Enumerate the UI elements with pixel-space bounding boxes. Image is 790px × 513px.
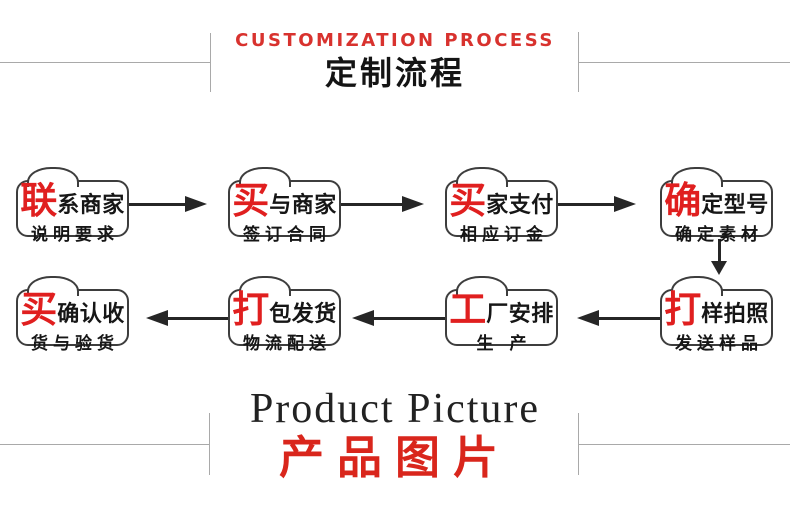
arrow-down-icon <box>711 239 727 275</box>
step-line1-text: 家支付 <box>486 193 554 218</box>
flow-step-sign-contract: 买与商家 签订合同 <box>228 167 341 245</box>
step-lead-char: 联 <box>20 179 58 222</box>
step-lead-char: 打 <box>664 288 702 331</box>
step-line2-text: 签订合同 <box>243 225 331 245</box>
step-lead-char: 确 <box>664 179 702 222</box>
step-lead-char: 工 <box>449 288 487 331</box>
decor-line-top-right <box>578 62 790 63</box>
step-line2-text: 说明要求 <box>31 225 119 245</box>
decor-line-bottom-right <box>578 444 790 445</box>
section-title-en: CUSTOMIZATION PROCESS <box>235 30 555 51</box>
flow-step-pack-ship: 打包发货 物流配送 <box>228 276 341 354</box>
product-picture-title-zh: 产品图片 <box>278 431 511 484</box>
step-line1-text: 定型号 <box>701 193 769 218</box>
flow-step-sample-photo: 打样拍照 发送样品 <box>660 276 773 354</box>
decor-tick-bottom-left <box>209 413 210 475</box>
step-line2-text: 发送样品 <box>675 334 763 354</box>
step-line2-text: 相应订金 <box>460 225 548 245</box>
decor-line-top-left <box>0 62 211 63</box>
step-line1-text: 样拍照 <box>701 302 769 327</box>
decor-line-bottom-left <box>0 444 210 445</box>
flow-step-pay-deposit: 买家支付 相应订金 <box>445 167 558 245</box>
flow-step-factory-production: 工厂安排 生 产 <box>445 276 558 354</box>
step-line2-text: 物流配送 <box>243 334 331 354</box>
step-line1-text: 厂安排 <box>486 302 554 327</box>
arrow-right-icon <box>341 196 424 212</box>
step-line2-text: 货与验货 <box>31 334 119 354</box>
flow-step-confirm-receipt: 买确认收 货与验货 <box>16 276 129 354</box>
step-lead-char: 买 <box>20 288 58 331</box>
step-line2-text: 生 产 <box>476 334 532 354</box>
arrow-right-icon <box>129 196 207 212</box>
decor-tick-top-left <box>210 33 211 92</box>
step-lead-char: 买 <box>232 179 270 222</box>
step-line2-text: 确定素材 <box>675 225 763 245</box>
step-line1-text: 包发货 <box>269 302 337 327</box>
arrow-right-icon <box>558 196 636 212</box>
arrow-left-icon <box>352 310 445 326</box>
arrow-left-icon <box>146 310 228 326</box>
step-lead-char: 打 <box>232 288 270 331</box>
section-title-zh: 定制流程 <box>324 54 465 92</box>
step-line1-text: 系商家 <box>57 193 125 218</box>
step-line1-text: 与商家 <box>269 193 337 218</box>
step-lead-char: 买 <box>449 179 487 222</box>
flow-step-confirm-model: 确定型号 确定素材 <box>660 167 773 245</box>
flow-step-contact-seller: 联系商家 说明要求 <box>16 167 129 245</box>
step-line1-text: 确认收 <box>57 302 125 327</box>
arrow-left-icon <box>577 310 660 326</box>
product-picture-title-en: Product Picture <box>249 386 541 432</box>
